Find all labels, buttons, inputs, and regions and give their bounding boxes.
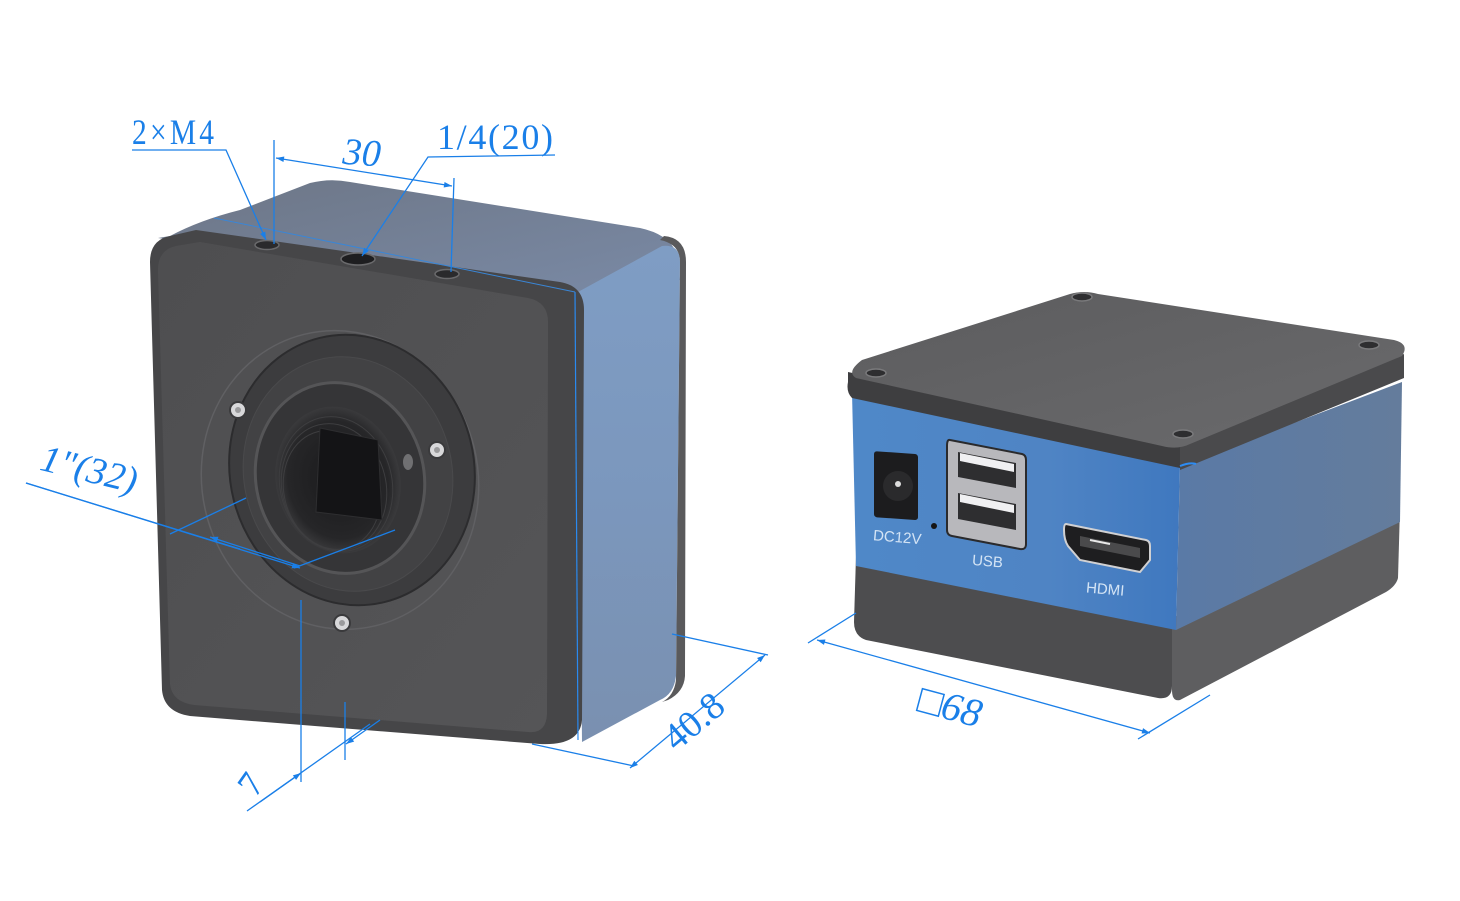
label-hdmi: HDMI — [1085, 579, 1125, 599]
status-led — [931, 523, 937, 529]
rear-dimensions — [807, 612, 1211, 740]
rear-lid-front — [847, 372, 1180, 468]
label-c-mount: 1"(32) — [36, 438, 142, 503]
flange-outer-ring — [200, 329, 480, 631]
screw-icon — [333, 614, 351, 632]
sensor-window — [315, 427, 383, 521]
m4-hole-right — [434, 268, 460, 280]
rear-camera: DC12V USB HDMI — [847, 292, 1405, 701]
front-camera-blue-side — [578, 245, 680, 743]
screw-icon — [1172, 429, 1194, 439]
screw-icon — [229, 401, 247, 419]
tripod-hole — [340, 252, 376, 266]
front-camera — [150, 180, 686, 745]
hdmi-port — [1062, 522, 1151, 574]
lens-ring-highlight — [403, 454, 413, 470]
dc-power-jack — [874, 451, 918, 520]
edge-highlight — [1179, 462, 1197, 467]
label-usb: USB — [971, 552, 1003, 572]
label-7: 7 — [229, 765, 272, 803]
front-camera-top-surface — [158, 180, 680, 300]
screw-icon — [1071, 292, 1093, 302]
screw-icon — [428, 441, 446, 459]
label-dc12v: DC12V — [872, 527, 922, 548]
label-square-68: □68 — [913, 676, 987, 736]
edge-highlight — [574, 291, 579, 741]
screw-icon — [1358, 340, 1380, 350]
label-30: 30 — [340, 131, 382, 176]
m4-hole-left — [254, 239, 280, 251]
rear-lid-side — [1180, 354, 1404, 470]
rear-blue-band-side — [1176, 382, 1402, 630]
front-camera-rear-rim — [660, 236, 686, 702]
screw-icon — [865, 368, 887, 378]
rear-bottom-band-side — [1172, 508, 1400, 701]
rear-top-surface — [852, 292, 1405, 448]
label-tripod: 1/4(20) — [437, 117, 553, 157]
usb-port — [946, 438, 1027, 551]
front-dimensions — [25, 140, 769, 812]
label-2xm4: 2×M4 — [132, 113, 214, 152]
